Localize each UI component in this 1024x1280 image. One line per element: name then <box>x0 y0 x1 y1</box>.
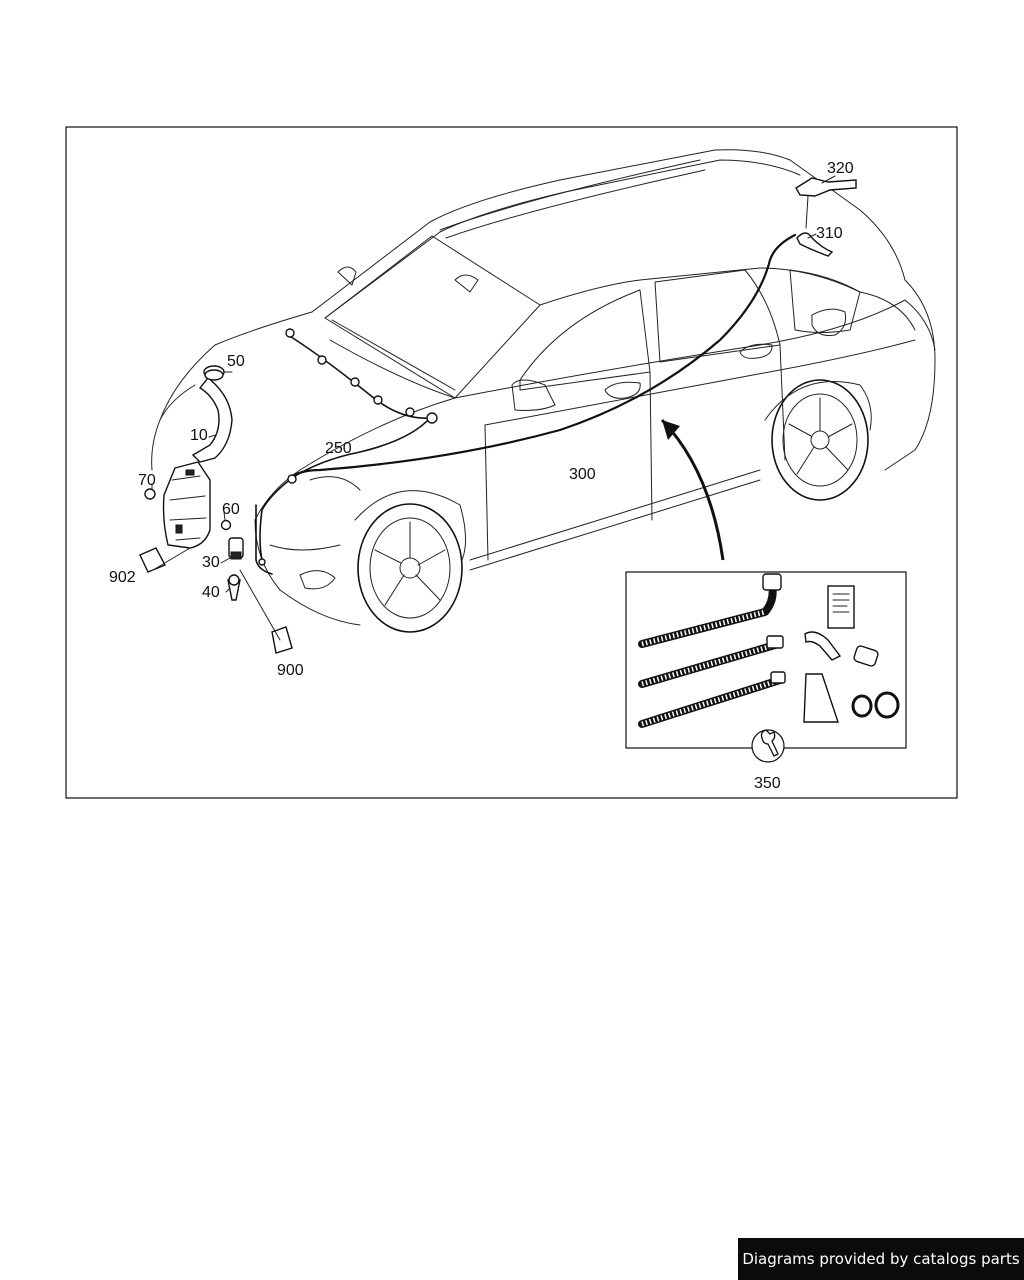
diagram-frame <box>65 126 958 799</box>
vehicle-outline <box>151 149 936 633</box>
label-50: 50 <box>227 353 245 370</box>
label-350: 350 <box>754 775 781 792</box>
washer-reservoir <box>139 365 293 654</box>
label-10: 10 <box>190 427 208 444</box>
part-labels: 50 10 70 60 30 40 902 900 250 300 310 32… <box>109 160 854 792</box>
label-300: 300 <box>569 466 596 483</box>
rear-nozzle-parts <box>795 177 857 257</box>
label-40: 40 <box>202 584 220 601</box>
label-900: 900 <box>277 662 304 679</box>
kit-callout-arrow <box>660 418 725 561</box>
label-250: 250 <box>325 440 352 457</box>
label-30: 30 <box>202 554 220 571</box>
wrench-icon <box>751 729 785 763</box>
label-310: 310 <box>816 225 843 242</box>
label-902: 902 <box>109 569 136 586</box>
kit-inset <box>625 571 907 763</box>
label-320: 320 <box>827 160 854 177</box>
label-70: 70 <box>138 472 156 489</box>
credit-badge: Diagrams provided by catalogs parts <box>738 1238 1024 1280</box>
washer-hoses <box>255 233 797 575</box>
leader-lines <box>151 175 836 641</box>
label-60: 60 <box>222 501 240 518</box>
